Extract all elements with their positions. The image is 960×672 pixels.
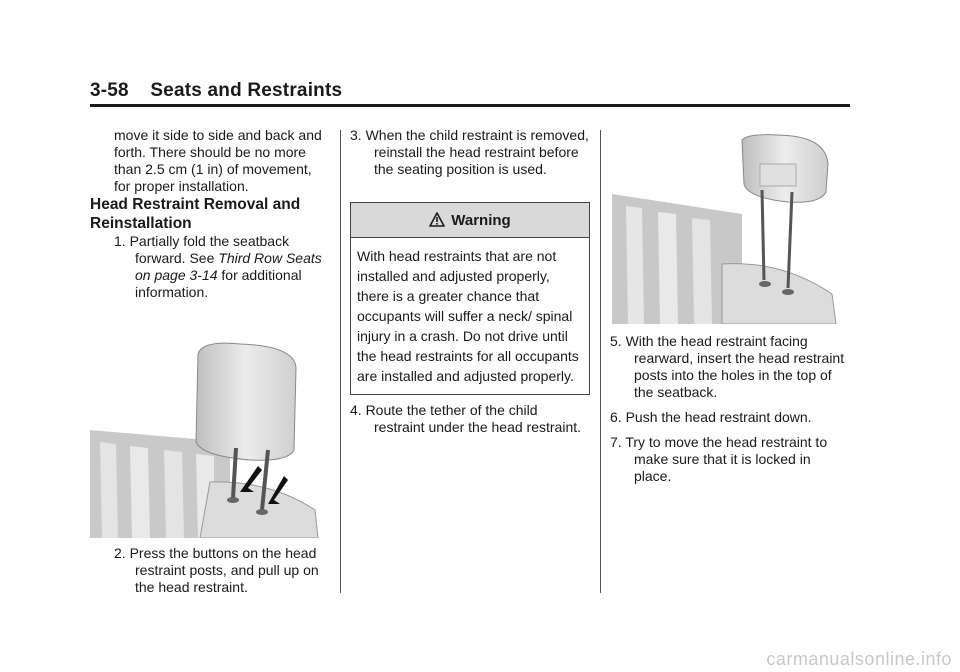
warning-body: With head restraints that are not instal… (357, 248, 579, 384)
section-subheading: Head Restraint Removal and Reinstallatio… (90, 196, 301, 232)
column-divider-2 (600, 130, 601, 593)
header-rule (90, 104, 850, 107)
warning-icon (429, 212, 446, 227)
warning-title: Warning (451, 211, 511, 229)
page-header: 3-58 Seats and Restraints (90, 80, 342, 102)
column-2: 3. When the child restraint is removed, … (350, 127, 590, 178)
column-2-bottom: 4. Route the tether of the child restrai… (350, 402, 590, 436)
column-3: 5. With the head restraint facing rearwa… (610, 333, 850, 485)
column-divider-1 (340, 130, 341, 593)
step-3: 3. When the child restraint is removed, … (350, 127, 589, 177)
step-6: 6. Push the head restraint down. (610, 409, 812, 425)
step-2: 2. Press the buttons on the head restrai… (114, 545, 319, 595)
column-1-bottom: 2. Press the buttons on the head restrai… (90, 545, 322, 596)
section-title: Seats and Restraints (150, 80, 343, 101)
step-7: 7. Try to move the head restraint to mak… (610, 434, 828, 484)
cross-reference-link[interactable]: Third Row Seats on page 3-14 (135, 250, 322, 283)
head-restraint-reinstallation-illustration (612, 134, 837, 324)
warning-box: Warning With head restraints that are no… (350, 202, 590, 395)
step-4: 4. Route the tether of the child restrai… (350, 402, 582, 435)
step-1: 1. Partially fold the seatback forward. … (114, 233, 322, 300)
head-restraint-removal-illustration (90, 342, 319, 538)
step-5: 5. With the head restraint facing rearwa… (610, 333, 845, 400)
page-number: 3-58 (90, 80, 129, 101)
intro-paragraph: move it side to side and back and forth.… (114, 127, 322, 194)
warning-header: Warning (351, 203, 589, 238)
watermark: carmanualsonline.info (766, 649, 952, 669)
column-1: move it side to side and back and forth.… (90, 127, 322, 301)
